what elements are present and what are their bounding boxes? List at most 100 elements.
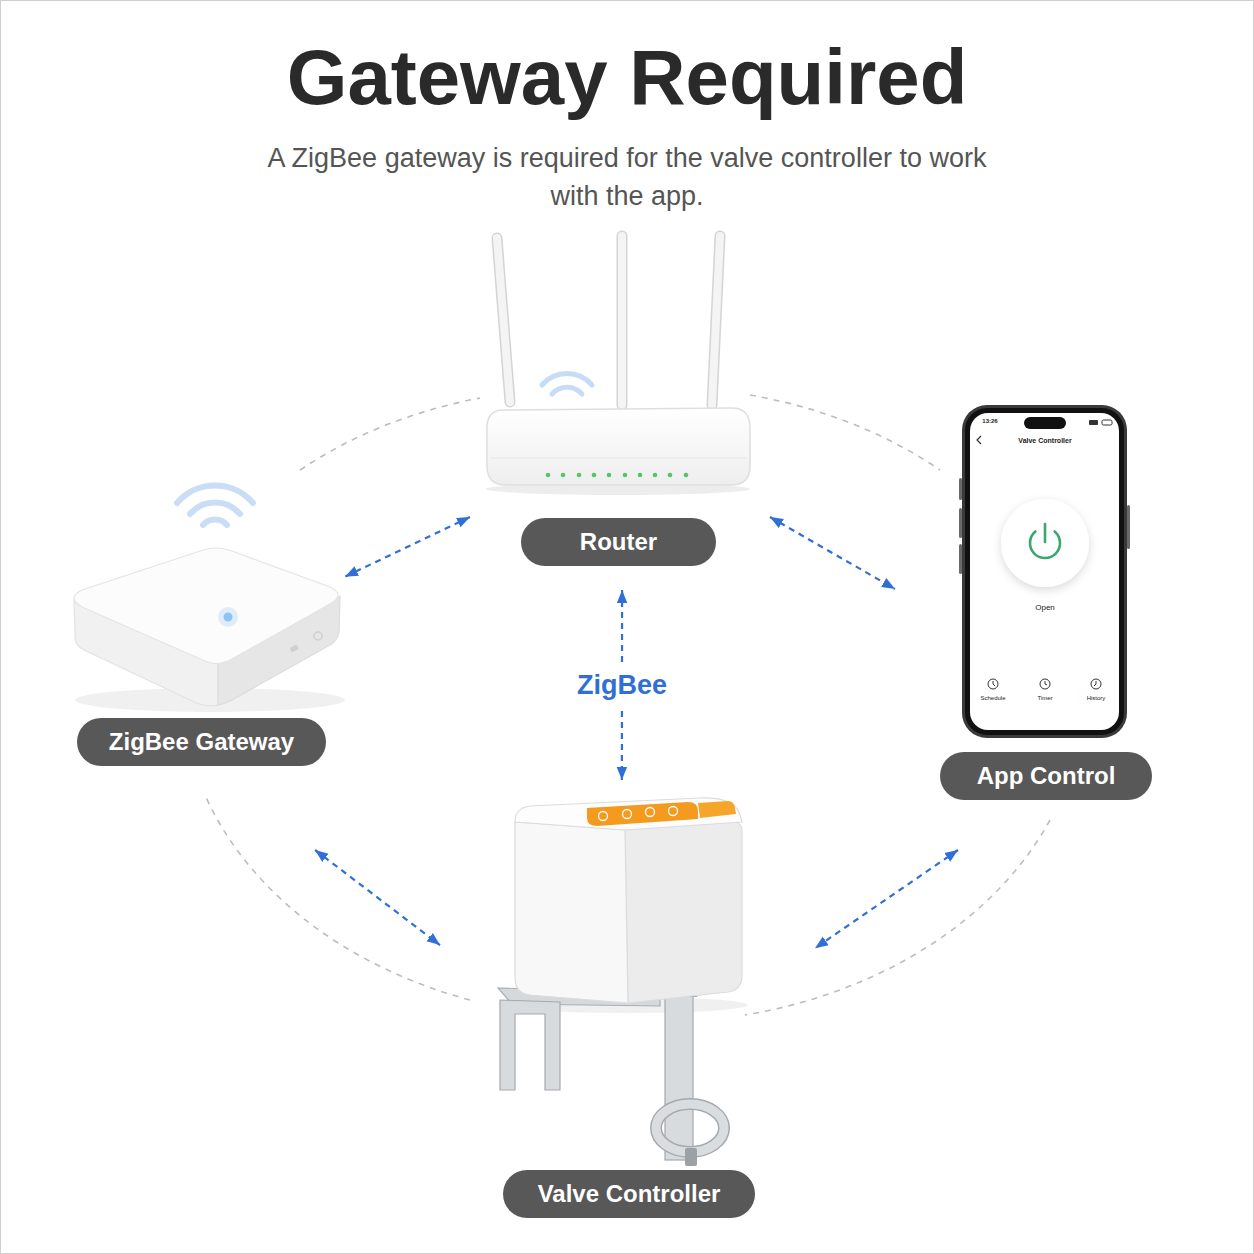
signal-arrow (315, 850, 440, 945)
screen-text: 13:26 (975, 418, 1005, 426)
screen-text: Schedule (973, 695, 1013, 703)
device-node: Valve Controller (440, 780, 815, 1225)
led (668, 473, 673, 478)
gateway-led (224, 613, 233, 622)
device-node: ZigBee Gateway (60, 465, 345, 850)
panel-button (646, 808, 655, 817)
u-bracket (500, 1000, 560, 1090)
valve-front (515, 822, 628, 1003)
gateway-illustration (74, 485, 345, 712)
signal-arrow (815, 850, 958, 948)
gateway-led-glow (218, 607, 238, 627)
label-pill: Router (521, 518, 716, 566)
bolt (685, 1148, 697, 1166)
control-panel (698, 801, 736, 818)
led (577, 473, 582, 478)
phone-bezel (965, 408, 1124, 735)
wifi-arc (190, 503, 240, 514)
wifi-arc (203, 520, 227, 525)
orbit-arc (750, 395, 940, 470)
pipe-clamp-outline (656, 1104, 724, 1152)
device-node: Router (470, 225, 770, 590)
wifi-symbol (177, 485, 253, 525)
antenna-outline (497, 238, 510, 402)
wifi-symbol (542, 374, 592, 394)
panel-buttons (599, 807, 678, 821)
edge-label: ZigBee (573, 664, 671, 707)
signal-arrow (345, 517, 470, 577)
dynamic-island (1024, 417, 1066, 429)
power-button (1001, 499, 1089, 587)
node-label: Router (580, 528, 657, 556)
router-body (487, 408, 750, 485)
led (684, 473, 689, 478)
tab-icons (988, 679, 1101, 689)
side-button (959, 508, 962, 538)
gateway-top (74, 548, 338, 664)
clock-hands (993, 681, 995, 686)
clock-hands (1045, 681, 1047, 685)
wifi-arc (542, 374, 592, 385)
clock-hands (1094, 681, 1096, 686)
back-chevron (977, 436, 981, 444)
led (592, 473, 597, 478)
bracket-bar (665, 995, 693, 1160)
side-button (959, 544, 962, 574)
router-edge (490, 458, 747, 459)
signal-icon (1089, 420, 1098, 425)
node-label: App Control (977, 762, 1116, 790)
subtitle-text: A ZigBee gateway is required for the val… (252, 139, 1002, 215)
history-icon (1091, 679, 1101, 689)
led (638, 473, 643, 478)
control-panel (587, 802, 698, 826)
schedule-icon (988, 679, 998, 689)
panel-button (669, 807, 678, 816)
led (561, 473, 566, 478)
led (623, 473, 628, 478)
orbit-arc (205, 795, 470, 1000)
led (653, 473, 658, 478)
power-icon (1044, 524, 1047, 542)
usb-port (290, 644, 299, 652)
label-pill: Valve Controller (503, 1170, 755, 1218)
valve-side (625, 822, 742, 1003)
screen-text: History (1076, 695, 1116, 703)
screen-text: Open (1025, 603, 1065, 613)
antenna-outline (617, 236, 628, 405)
phone-frame (962, 405, 1127, 738)
phone-illustration (959, 405, 1130, 738)
node-label: ZigBee Gateway (109, 728, 294, 756)
led (607, 473, 612, 478)
orbit-arc (300, 398, 480, 470)
battery-icon (1102, 420, 1112, 425)
antenna (712, 236, 720, 405)
panel-button (623, 810, 632, 819)
device-node: App Control (895, 400, 1175, 850)
panel-button (599, 812, 608, 821)
screen-text: Valve Controller (1000, 437, 1090, 446)
timer-icon (1040, 679, 1050, 689)
label-pill: App Control (940, 752, 1152, 800)
label-pill: ZigBee Gateway (77, 718, 326, 766)
antenna-outline (712, 236, 720, 405)
pipe-clamp (656, 1104, 724, 1152)
diagram-title: Gateway Required (0, 38, 1254, 116)
reset-button (314, 632, 322, 640)
antenna (497, 238, 510, 402)
led (546, 473, 551, 478)
valve-illustration (498, 798, 748, 1166)
status-leds (546, 473, 689, 478)
node-label: Valve Controller (538, 1180, 721, 1208)
screen-text: Timer (1025, 695, 1065, 703)
router-illustration (486, 236, 750, 495)
wifi-arc (552, 387, 582, 394)
signal-arrow (770, 517, 895, 589)
valve-top (515, 798, 742, 830)
antenna (618, 236, 626, 405)
side-button (1127, 505, 1130, 549)
orbit-arc (745, 820, 1050, 1015)
phone-screen (970, 413, 1119, 730)
side-button (959, 478, 962, 500)
